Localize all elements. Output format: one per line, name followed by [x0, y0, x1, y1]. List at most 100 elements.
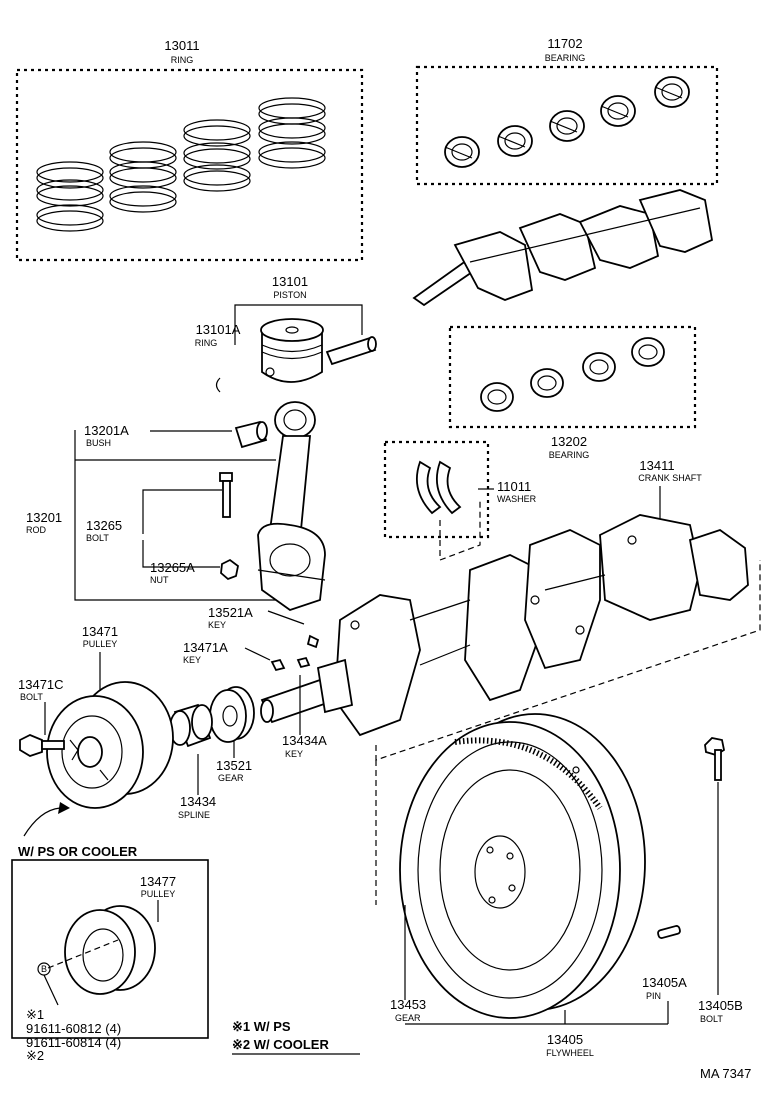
part-number-13477: 13477 [140, 874, 176, 889]
ring-group-13011: 13011 RING [15, 38, 364, 262]
part-name-13011: RING [171, 55, 194, 65]
rod-bearing-3 [582, 352, 616, 382]
part-number-13471: 13471 [82, 624, 118, 639]
part-name-13201: ROD [26, 525, 47, 535]
part-name-13477: PULLEY [141, 889, 176, 899]
timing-gear-13521: 13521 GEAR [209, 686, 255, 783]
part-number-13405: 13405 [547, 1032, 583, 1047]
rod-nut [220, 558, 239, 581]
pin-13405A: 13405A PIN [642, 925, 687, 1024]
part-number-13405A: 13405A [642, 975, 687, 990]
piston-pin [325, 336, 377, 366]
part-name-13405A: PIN [646, 991, 661, 1001]
part-number-13405B: 13405B [698, 998, 743, 1013]
main-bearing-4 [600, 95, 636, 127]
crankshaft-body [334, 514, 749, 737]
inset-mark-2: ※2 [26, 1048, 44, 1063]
part-name-13434: SPLINE [178, 810, 210, 820]
part-name-13471: PULLEY [83, 639, 118, 649]
part-name-11011: WASHER [497, 494, 537, 504]
pulley-bolt-13471C: 13471C BOLT [18, 677, 65, 757]
piston-body [260, 318, 324, 383]
part-name-13521: GEAR [218, 773, 244, 783]
main-bearing-1 [444, 136, 480, 168]
crankshaft-13411: 13411 CRANK SHAFT [260, 458, 761, 761]
main-bearing-5 [654, 76, 690, 108]
washer-box [383, 440, 490, 539]
part-number-13101: 13101 [272, 274, 308, 289]
part-number-13201A: 13201A [84, 423, 129, 438]
crankshaft-snout [260, 658, 354, 724]
part-name-13471A: KEY [183, 655, 201, 665]
legend-note-2: ※2 W/ COOLER [232, 1037, 329, 1052]
part-number-13265: 13265 [86, 518, 122, 533]
bearing-group-box [415, 65, 719, 186]
legend-note-1: ※1 W/ PS [232, 1019, 291, 1034]
rod-bearing-1 [480, 382, 514, 412]
part-number-13201: 13201 [26, 510, 62, 525]
crank-pulley-13471: 13471 PULLEY [46, 624, 174, 809]
part-name-13405: FLYWHEEL [546, 1048, 594, 1058]
flywheel-13405: 13453 GEAR 13405 FLYWHEEL [375, 713, 668, 1058]
key-13521A: 13521A KEY [208, 605, 320, 649]
inset-part-91611-60814: 91611-60814 (4) [26, 1035, 121, 1050]
part-name-13101A: RING [195, 338, 218, 348]
rod-bolt [219, 472, 233, 518]
part-number-13434: 13434 [180, 794, 216, 809]
part-name-13411: CRANK SHAFT [638, 473, 702, 483]
part-name-13101: PISTON [273, 290, 306, 300]
inset-box [11, 859, 209, 1039]
connecting-rod-13201: 13201A BUSH 13201 ROD 13265 BOLT 13265A … [26, 401, 326, 611]
part-name-13453: GEAR [395, 1013, 421, 1023]
part-name-11702: BEARING [545, 53, 586, 63]
part-number-11702: 11702 [547, 36, 582, 51]
part-name-13265A: NUT [150, 575, 169, 585]
part-number-13434A: 13434A [282, 733, 327, 748]
part-number-13521: 13521 [216, 758, 252, 773]
piston-13101: 13101 PISTON [234, 274, 377, 383]
circle-b-letter: B [41, 964, 47, 974]
part-name-13434A: KEY [285, 749, 303, 759]
thrust-washer-11011: 11011 WASHER [383, 440, 537, 561]
key-13434A: 13434A KEY [282, 675, 327, 759]
part-number-13453: 13453 [390, 997, 426, 1012]
bearing-group-11702: 11702 BEARING [415, 36, 719, 186]
rod-bearing-4 [631, 337, 665, 367]
inset-ps-cooler: W/ PS OR COOLER 13477 PULLEY B ※1 91611-… [11, 844, 209, 1063]
part-number-11011: 11011 [497, 479, 531, 494]
rod-bearing-2 [530, 368, 564, 398]
piston-ring-set-1 [36, 161, 104, 232]
part-number-13411: 13411 [639, 458, 674, 473]
part-number-13101A: 13101A [196, 322, 241, 337]
inset-part-91611-60812: 91611-60812 (4) [26, 1021, 121, 1036]
flywheel-bolt-13405B: 13405B BOLT [698, 737, 743, 1024]
part-name-13201A: BUSH [86, 438, 111, 448]
drawing-code: MA 7347 [700, 1066, 751, 1081]
snap-ring-13101A: 13101A RING [195, 322, 241, 393]
part-name-13405B: BOLT [700, 1014, 723, 1024]
main-bearing-2 [497, 125, 533, 157]
main-bearing-3 [549, 110, 585, 142]
rod-bush [234, 420, 268, 449]
part-number-13471A: 13471A [183, 640, 228, 655]
part-name-13265: BOLT [86, 533, 109, 543]
part-number-13011: 13011 [164, 38, 199, 53]
piston-ring-set-3 [183, 119, 251, 192]
part-number-13202: 13202 [551, 434, 587, 449]
inset-mark-1: ※1 [26, 1007, 44, 1022]
bearing-group-13202-box [448, 325, 697, 429]
ring-gear-teeth [454, 737, 603, 810]
part-number-13521A: 13521A [208, 605, 253, 620]
callout-arrow [23, 807, 61, 837]
key-13471A: 13471A KEY [183, 640, 311, 672]
piston-ring-set-2 [109, 141, 177, 213]
part-name-13202: BEARING [549, 450, 590, 460]
legend: ※1 W/ PS ※2 W/ COOLER [232, 1019, 360, 1055]
callout-arrowhead [58, 802, 70, 814]
part-name-13471C: BOLT [20, 692, 43, 702]
inset-title: W/ PS OR COOLER [18, 844, 138, 859]
part-number-13471C: 13471C [18, 677, 64, 692]
ring-group-box [15, 68, 364, 262]
upper-crankshaft-drawing [412, 189, 714, 307]
